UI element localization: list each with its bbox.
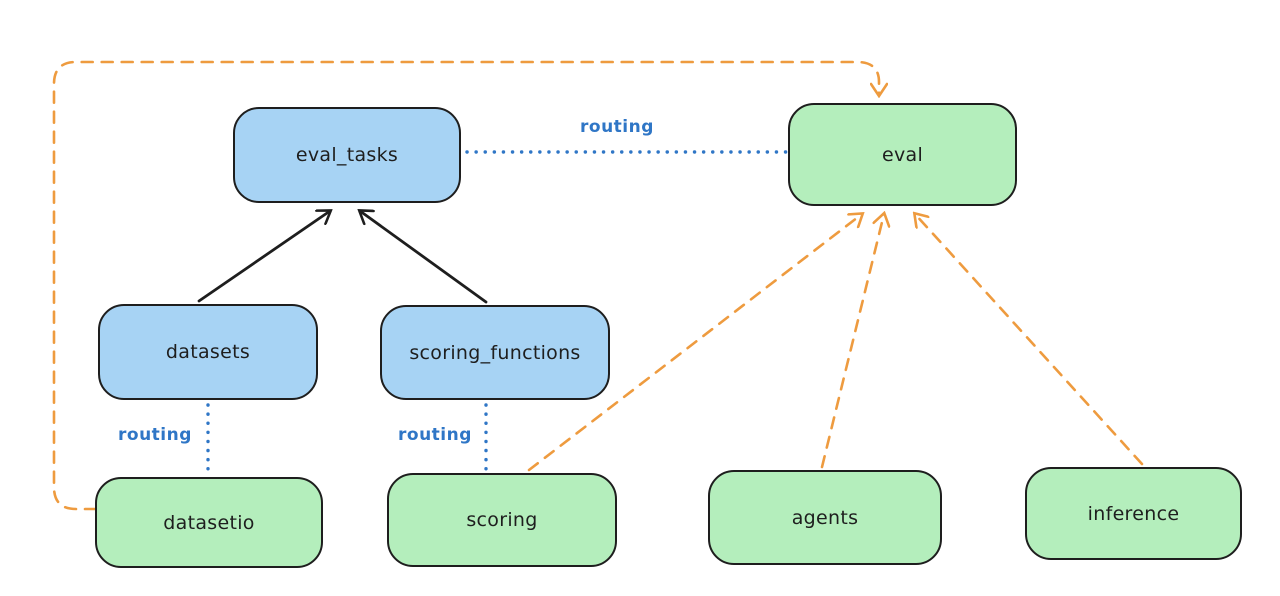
- node-scoring: scoring: [387, 473, 617, 567]
- edge-label-routing-datasets-datasetio: routing: [118, 425, 192, 445]
- edge-label-routing-scoring_functions-scoring: routing: [398, 425, 472, 445]
- node-scoring-label: scoring: [466, 509, 538, 531]
- node-eval: eval: [788, 103, 1017, 206]
- edge-inference-eval: [915, 214, 1144, 466]
- node-inference: inference: [1025, 467, 1242, 560]
- edge-scoring_functions-eval_tasks: [360, 211, 488, 304]
- edge-label-routing-eval_tasks-eval: routing: [580, 117, 654, 137]
- node-scoring_functions-label: scoring_functions: [409, 341, 581, 364]
- node-eval-label: eval: [881, 143, 924, 166]
- node-datasets-label: datasets: [165, 341, 251, 363]
- edge-datasets-eval_tasks: [197, 211, 330, 303]
- edge-agents-eval: [820, 214, 884, 469]
- node-scoring_functions: scoring_functions: [380, 305, 610, 400]
- node-datasets: datasets: [98, 304, 318, 400]
- node-eval_tasks-label: eval_tasks: [295, 144, 399, 166]
- node-agents-label: agents: [791, 506, 859, 529]
- node-datasetio: datasetio: [95, 477, 323, 568]
- node-inference-label: inference: [1087, 502, 1180, 525]
- node-agents: agents: [708, 470, 942, 565]
- node-eval_tasks: eval_tasks: [233, 107, 461, 203]
- edge-scoring-eval: [527, 214, 862, 472]
- node-datasetio-label: datasetio: [163, 511, 255, 534]
